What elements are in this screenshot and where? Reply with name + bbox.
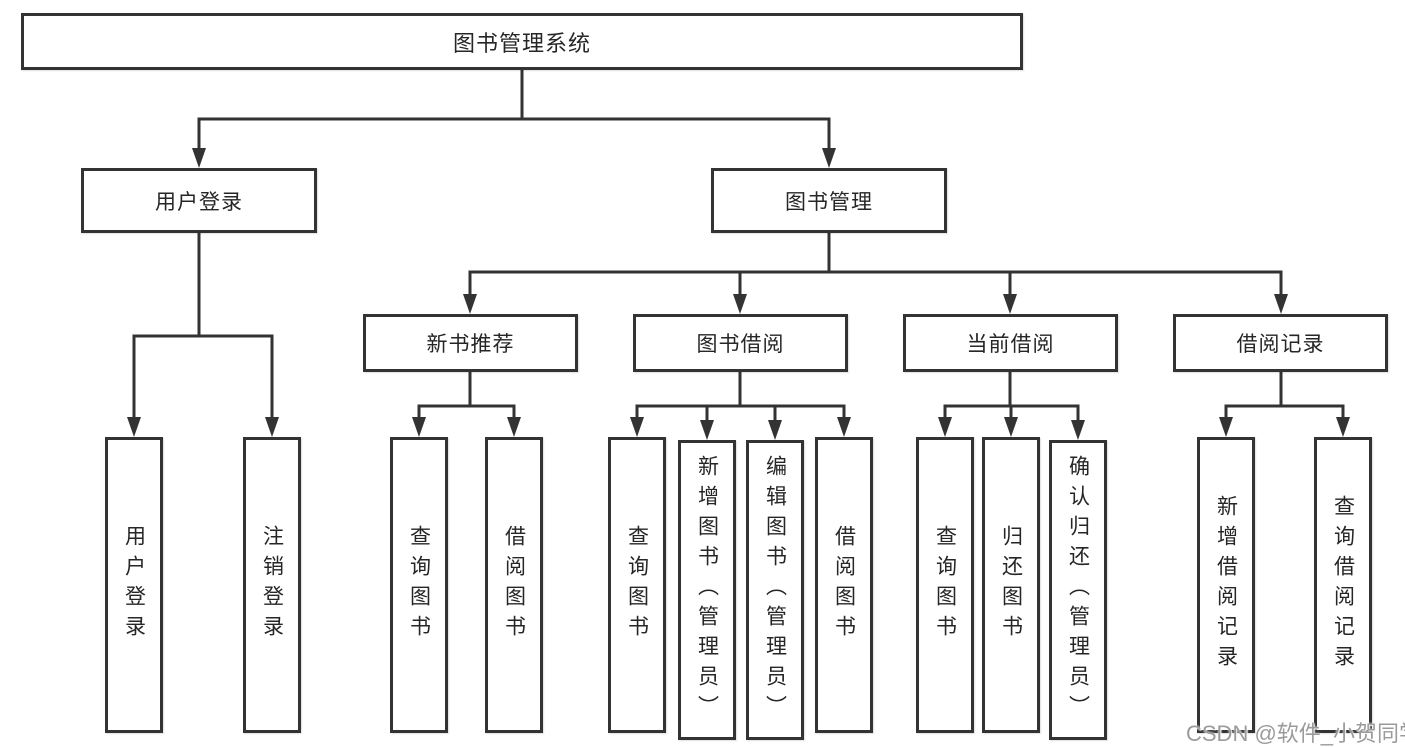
arrowhead	[412, 417, 426, 437]
node-logout: 注销登录	[243, 437, 301, 733]
arrowhead	[822, 148, 836, 168]
node-current-borrowing: 当前借阅	[903, 314, 1118, 372]
arrowhead	[1003, 294, 1017, 314]
node-borrowing-records: 借阅记录	[1173, 314, 1388, 372]
arrowhead	[1274, 294, 1288, 314]
node-label: 用户登录	[122, 525, 146, 645]
node-user-login-leaf: 用户登录	[105, 437, 163, 733]
node-nb-borrow-books: 借阅图书	[485, 437, 543, 733]
arrowhead	[768, 420, 782, 440]
arrowhead	[192, 148, 206, 168]
node-bb-borrow-books: 借阅图书	[815, 437, 873, 733]
arrowhead	[463, 294, 477, 314]
node-book-management: 图书管理	[711, 168, 947, 233]
node-br-add-record: 新增借阅记录	[1197, 437, 1255, 733]
node-label: 新增图书（管理员）	[695, 455, 719, 725]
arrowhead	[127, 417, 141, 437]
node-nb-query-books: 查询图书	[390, 437, 448, 733]
arrowhead	[1336, 417, 1350, 437]
node-cb-confirm-return-admin: 确认归还（管理员）	[1049, 440, 1107, 740]
arrowhead	[1071, 420, 1085, 440]
node-bb-edit-books-admin: 编辑图书（管理员）	[746, 440, 804, 740]
arrowhead	[630, 417, 644, 437]
node-label: 确认归还（管理员）	[1066, 455, 1090, 725]
node-book-borrowing: 图书借阅	[633, 314, 848, 372]
arrowhead	[938, 417, 952, 437]
node-label: 新增借阅记录	[1214, 495, 1238, 675]
arrowhead	[507, 417, 521, 437]
node-cb-return-books: 归还图书	[982, 437, 1040, 733]
arrowhead	[837, 417, 851, 437]
node-label: 查询图书	[933, 525, 957, 645]
arrowhead	[700, 420, 714, 440]
node-library-management-system: 图书管理系统	[21, 13, 1023, 70]
node-label: 查询图书	[407, 525, 431, 645]
node-label: 查询借阅记录	[1331, 495, 1355, 675]
node-label: 注销登录	[260, 525, 284, 645]
node-label: 借阅图书	[832, 525, 856, 645]
node-new-book-recommend: 新书推荐	[363, 314, 578, 372]
node-bb-query-books: 查询图书	[608, 437, 666, 733]
node-label: 编辑图书（管理员）	[763, 455, 787, 725]
arrowhead	[1004, 417, 1018, 437]
arrowhead	[1219, 417, 1233, 437]
node-label: 借阅图书	[502, 525, 526, 645]
node-label: 归还图书	[999, 525, 1023, 645]
csdn-watermark: CSDN @软件_小贺同学	[1186, 721, 1405, 746]
node-label: 查询图书	[625, 525, 649, 645]
arrowhead	[265, 417, 279, 437]
arrowhead	[733, 294, 747, 314]
node-user-login: 用户登录	[81, 168, 317, 233]
node-br-query-record: 查询借阅记录	[1314, 437, 1372, 733]
node-cb-query-books: 查询图书	[916, 437, 974, 733]
node-bb-add-books-admin: 新增图书（管理员）	[678, 440, 736, 740]
